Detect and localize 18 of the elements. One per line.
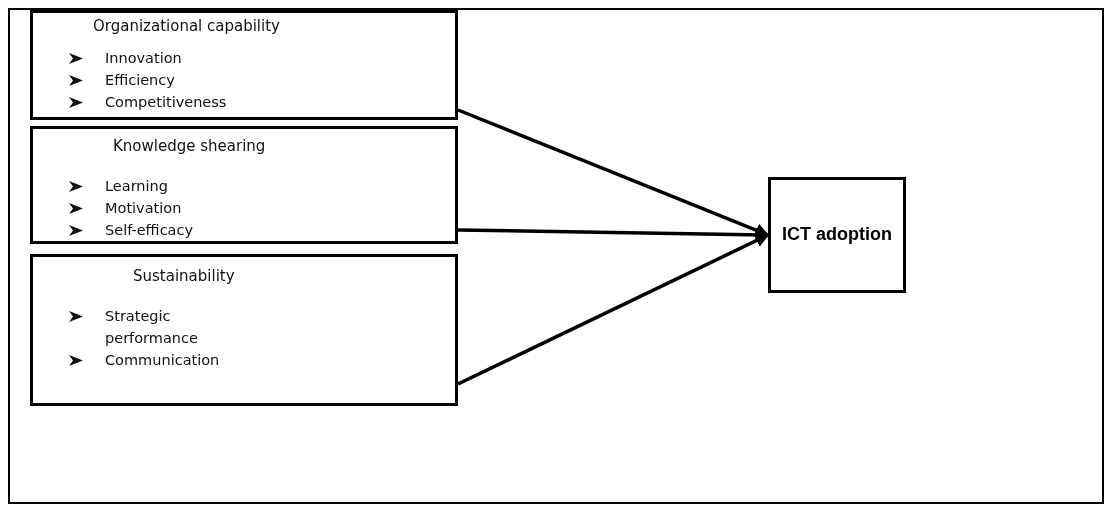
factor-box: [30, 126, 458, 244]
list-item: Motivation: [105, 199, 182, 218]
list-item: Strategic performance: [105, 307, 199, 348]
factor-box: [30, 254, 458, 406]
list-item: Learning: [105, 177, 168, 196]
box-title: ICT adoption: [781, 224, 893, 245]
list-item: Self-efficacy: [105, 221, 194, 240]
list-item: Communication: [105, 351, 220, 370]
arrow: [457, 233, 770, 386]
outcome-box: [768, 177, 906, 293]
list-item: Innovation: [105, 49, 182, 68]
box-heading: Knowledge shearing: [113, 137, 266, 155]
box-heading: Sustainability: [133, 267, 235, 285]
box-heading: Organizational capability: [93, 17, 280, 35]
factor-box: [30, 10, 458, 120]
list-item: Efficiency: [105, 71, 175, 90]
list-item: Competitiveness: [105, 93, 227, 112]
arrow: [457, 108, 770, 237]
